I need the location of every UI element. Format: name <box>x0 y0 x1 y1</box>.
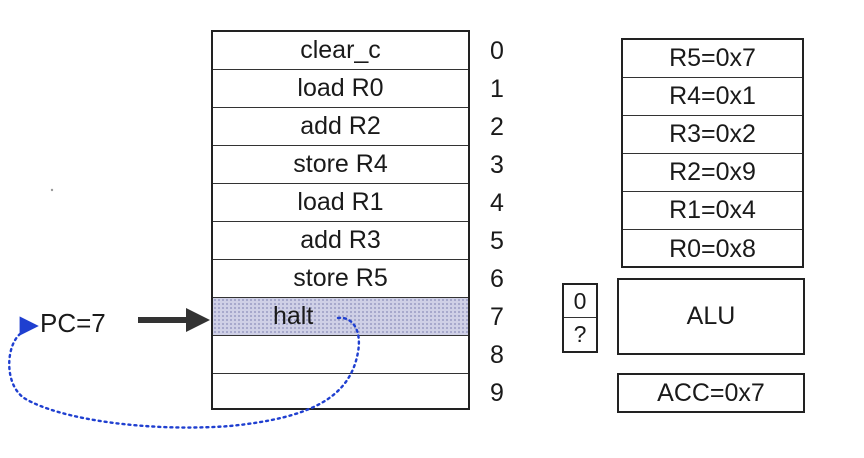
memory-address: 6 <box>490 265 504 293</box>
memory-instruction: load R1 <box>297 188 384 216</box>
memory-row-4: load R1 <box>213 184 468 222</box>
accumulator-box: ACC=0x7 <box>617 373 805 413</box>
memory-instruction: store R4 <box>293 150 388 178</box>
pc-arrow <box>138 308 210 332</box>
memory-address: 8 <box>490 341 504 369</box>
pc-label: PC=7 <box>40 308 106 338</box>
register-r0: R0=0x8 <box>669 234 756 263</box>
memory-address: 1 <box>490 75 504 103</box>
scan-speck <box>50 188 54 192</box>
carry-flag: 0 <box>564 285 596 318</box>
alu-box: ALU <box>617 278 805 355</box>
memory-instruction: add R3 <box>300 226 381 254</box>
memory-address: 7 <box>490 303 504 331</box>
memory-row-8 <box>213 336 468 374</box>
alu-label: ALU <box>686 302 736 330</box>
memory-row-3: store R4 <box>213 146 468 184</box>
pc-loop-arrow <box>8 316 361 429</box>
flag-box: 0 ? <box>562 283 598 353</box>
register-r1: R1=0x4 <box>623 192 802 230</box>
accumulator-label: ACC=0x7 <box>657 378 765 407</box>
memory-instruction: load R0 <box>297 74 384 102</box>
memory-row-6: store R5 <box>213 260 468 298</box>
memory-instruction: clear_c <box>300 36 381 64</box>
memory-address: 2 <box>490 113 504 141</box>
memory-row-2: add R2 <box>213 108 468 146</box>
register-r3: R3=0x2 <box>623 116 802 154</box>
register-r2: R2=0x9 <box>623 154 802 192</box>
memory-instruction: add R2 <box>300 112 381 140</box>
memory-address: 0 <box>490 37 504 65</box>
memory-instruction: store R5 <box>293 264 388 292</box>
status-flag: ? <box>573 321 587 347</box>
memory-instruction: halt <box>273 302 314 330</box>
register-file: R5=0x7 R4=0x1 R3=0x2 R2=0x9 R1=0x4 R0=0x… <box>621 38 804 268</box>
register-r5: R5=0x7 <box>623 40 802 78</box>
memory-row-0: clear_c <box>213 32 468 70</box>
memory-address: 3 <box>490 151 504 179</box>
memory-row-1: load R0 <box>213 70 468 108</box>
memory-address: 4 <box>490 189 504 217</box>
memory-address: 5 <box>490 227 504 255</box>
memory-row-5: add R3 <box>213 222 468 260</box>
memory-address: 9 <box>490 379 504 407</box>
register-r4: R4=0x1 <box>623 78 802 116</box>
